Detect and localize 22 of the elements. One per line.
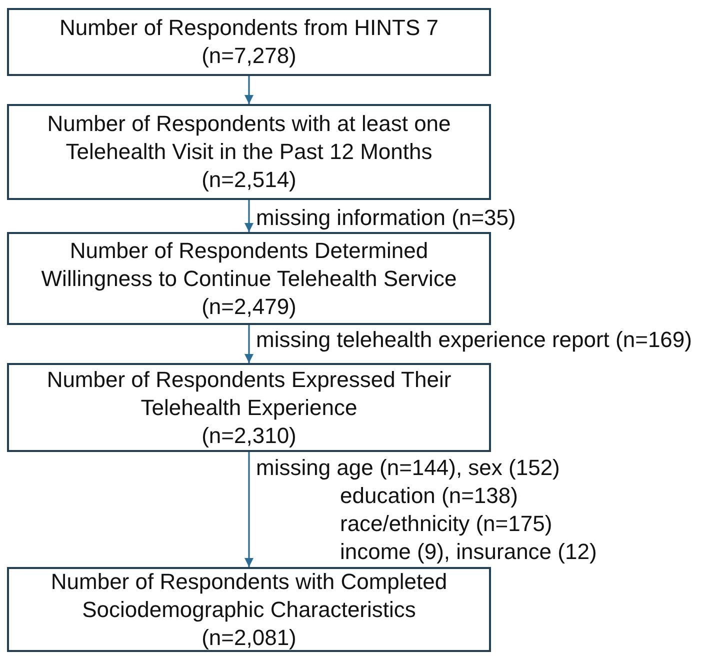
step-description: Number of Respondents with Completed Sociodemographic Characteristics [50, 568, 448, 624]
exclusion-note: missing age (n=144), sex (152) education (n=138) race/ethnicity (n=175) income (9), insurance (12) [256, 454, 598, 566]
process-box [7, 232, 491, 325]
sample-size: (n=2,514) [202, 166, 296, 194]
exclusion-note: missing information (n=35) [256, 204, 516, 232]
arrow [244, 76, 254, 104]
step-description: Number of Respondents Determined Willingness to Continue Telehealth Service [40, 236, 458, 292]
step-description: Number of Respondents Expressed Their Telehealth Experience [46, 366, 452, 422]
process-box [7, 363, 491, 452]
arrow [244, 452, 254, 567]
arrow [244, 200, 254, 232]
sample-size: (n=2,310) [202, 422, 296, 450]
sample-size: (n=2,479) [202, 292, 296, 320]
sample-size: (n=7,278) [202, 42, 296, 70]
sample-size: (n=2,081) [202, 624, 296, 652]
step-description: Number of Respondents with at least one Telehealth Visit in the Past 12 Months [46, 110, 452, 166]
step-description: Number of Respondents from HINTS 7 [59, 14, 439, 42]
process-box [7, 104, 491, 200]
arrow [244, 325, 254, 363]
process-box [7, 567, 491, 652]
exclusion-note: missing telehealth experience report (n=169) [256, 326, 692, 354]
process-box [7, 8, 491, 76]
